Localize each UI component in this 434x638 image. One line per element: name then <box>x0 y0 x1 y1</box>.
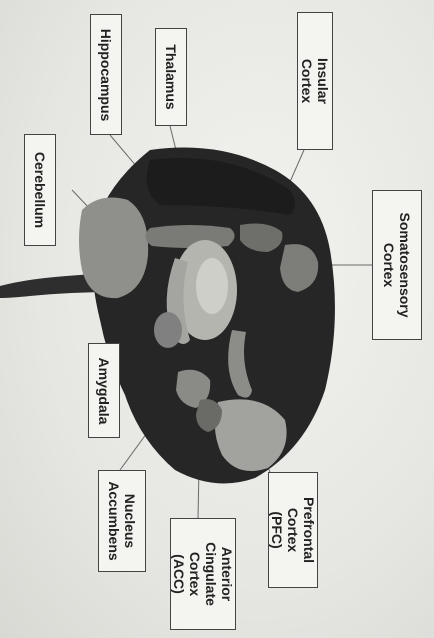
label-thalamus: Thalamus <box>155 28 187 126</box>
label-text: Prefrontal Cortex (PFC) <box>269 497 317 563</box>
label-nucleus-accumbens: Nucleus Accumbens <box>98 470 146 572</box>
amygdala-region <box>154 312 182 348</box>
cerebellum-region <box>79 198 148 299</box>
central-structure-inner <box>196 258 228 314</box>
label-insular-cortex: Insular Cortex <box>297 12 333 150</box>
label-hippocampus: Hippocampus <box>90 14 122 135</box>
label-amygdala: Amygdala <box>88 343 120 438</box>
label-text: Nucleus Accumbens <box>106 481 138 560</box>
label-text: Cerebellum <box>32 152 48 228</box>
label-prefrontal-cortex: Prefrontal Cortex (PFC) <box>268 472 318 588</box>
label-text: Anterior Cingulate Cortex (ACC) <box>171 542 235 606</box>
label-text: Hippocampus <box>98 28 114 121</box>
thalamus-region <box>145 225 234 248</box>
label-cerebellum: Cerebellum <box>24 134 56 246</box>
label-text: Insular Cortex <box>299 58 331 104</box>
label-text: Amygdala <box>96 357 112 424</box>
label-anterior-cingulate-cortex: Anterior Cingulate Cortex (ACC) <box>170 518 236 630</box>
label-text: Thalamus <box>163 44 179 109</box>
label-somatosensory-cortex: Somatosensory Cortex <box>372 190 422 340</box>
label-text: Somatosensory Cortex <box>381 212 413 317</box>
